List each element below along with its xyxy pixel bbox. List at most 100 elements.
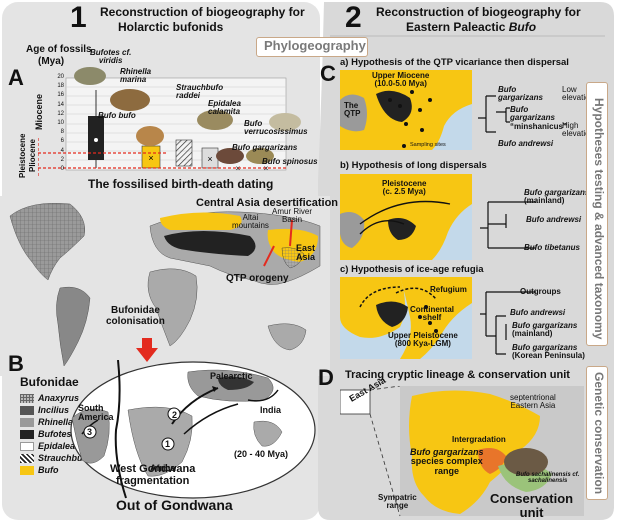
species-label: Bufo bufo <box>98 111 136 120</box>
svg-text:×: × <box>148 153 153 163</box>
panel2-title-line2: Eastern Paleactic Bufo <box>406 20 537 34</box>
legend-swatch <box>20 465 34 475</box>
panel2-number: 2 <box>345 1 362 34</box>
phylogeography-label: Phylogeography <box>264 38 366 53</box>
panelC-a-map-label: Upper Miocene(10.0-5.0 Mya) <box>372 71 430 89</box>
panelC-c-map <box>340 277 472 359</box>
epoch-miocene: Miocene <box>34 93 44 130</box>
region-n3: 3 <box>87 427 93 437</box>
panelC-letter: C <box>320 61 336 86</box>
species-label: Bufotes cf.viridis <box>90 48 132 66</box>
y-tick: 12 <box>57 110 64 117</box>
panelB-caption: Out of Gondwana <box>116 497 233 513</box>
svg-text:×: × <box>264 164 269 173</box>
legend-item: Bufotes <box>20 428 91 440</box>
panelC-c-title: c) Hypothesis of ice-age refugia <box>340 264 484 275</box>
panelB-legend: Anaxyrus Incilius Rhinella Bufotes Epida… <box>20 392 91 476</box>
legend-swatch <box>20 405 34 415</box>
y-tick: 14 <box>57 101 64 108</box>
side-label-conservation: Genetic conservation <box>592 372 606 495</box>
y-tick: 0 <box>60 166 64 173</box>
tree-c-leaf: Bufo gargarizans(Korean Peninsula) <box>512 343 585 361</box>
phylogeography-label-box <box>256 37 368 57</box>
legend-item: Bufo <box>20 464 91 476</box>
region-n2: 2 <box>172 410 178 420</box>
map-label-central-asia: Central Asia desertification <box>196 197 339 209</box>
tree-c-leaf: Bufo gargarizans(mainland) <box>512 321 578 339</box>
panelD-sachalinensis: Bufo sachalinensis cf.sachalinensis <box>516 472 580 485</box>
y-tick: 10 <box>57 120 64 127</box>
legend-swatch <box>20 393 34 403</box>
y-tick: 16 <box>57 92 64 99</box>
side-label-hypotheses: Hypotheses testing & advanced taxonomy <box>592 98 606 340</box>
gondwana-globe <box>70 360 316 499</box>
panelC-c-tree <box>480 291 536 355</box>
side-label-box <box>586 366 608 500</box>
panelD-intergradation: Intergradation <box>452 435 506 444</box>
panelA-y-ticks: 20 18 16 14 12 10 8 6 4 2 0 <box>44 73 64 174</box>
species-label: Bufo gargarizans <box>232 143 298 152</box>
legend-swatch <box>20 417 34 427</box>
panelC-a-title: a) Hypothesis of the QTP vicariance then… <box>340 57 569 68</box>
panelB-letter: B <box>8 351 24 376</box>
y-tick: 8 <box>60 129 64 136</box>
panelD-letter: D <box>318 365 334 390</box>
frog-illustrations <box>74 67 301 164</box>
region-n1: 1 <box>165 439 171 449</box>
region-palearctic: Palearctic <box>210 371 253 381</box>
y-tick: 4 <box>60 147 64 154</box>
panel1-title-line2: Holarctic bufonids <box>118 20 224 34</box>
panelD-title: Tracing cryptic lineage & conservation u… <box>345 369 570 381</box>
map-label-qtp-orogeny: QTP orogeny <box>226 273 289 284</box>
panel1-title-line1: Reconstruction of biogeography for <box>100 5 305 19</box>
tree-c-leaf: Bufo andrewsi <box>510 308 566 317</box>
tree-b-leaf: Bufo andrewsi <box>526 215 582 224</box>
region-india: India <box>260 405 282 415</box>
panelA-axis-title-1: Age of fossils <box>26 44 92 55</box>
legend-swatch <box>20 453 34 463</box>
side-label-box <box>586 82 608 346</box>
panel1-number: 1 <box>70 1 87 34</box>
tree-c-leaf: Outgroups <box>520 287 561 296</box>
y-tick: 6 <box>60 138 64 145</box>
panelD-map <box>340 386 584 517</box>
legend-item: Anaxyrus <box>20 392 91 404</box>
panelA-caption: The fossilised birth-death dating <box>88 177 274 191</box>
panelC-b-tree <box>480 201 536 249</box>
y-tick: 20 <box>57 74 64 80</box>
tree-b-leaf: Bufo gargarizans(mainland) <box>524 188 590 206</box>
epoch-pleistocene: Pleistocene <box>18 133 27 178</box>
panelC-c-refugium: Refugium <box>430 285 467 294</box>
legend-swatch <box>20 441 34 451</box>
tree-a-leaf: Bufo andrewsi <box>498 139 554 148</box>
colonisation-arrow <box>136 338 158 362</box>
legend-swatch <box>20 429 34 439</box>
panelB-legend-title: Bufonidae <box>20 375 79 389</box>
legend-item: Epidalea <box>20 440 91 452</box>
panelC-b-map-label: Pleistocene(c. 2.5 Mya) <box>382 179 427 197</box>
panel2-title-line1: Reconstruction of biogeography for <box>376 5 581 19</box>
world-map <box>0 196 330 376</box>
panelA-axis-title-2: (Mya) <box>38 56 65 67</box>
region-africa: Africa <box>150 463 176 473</box>
panelC-a-tree <box>478 95 510 133</box>
panelC-b-title: b) Hypothesis of long dispersals <box>340 160 487 171</box>
